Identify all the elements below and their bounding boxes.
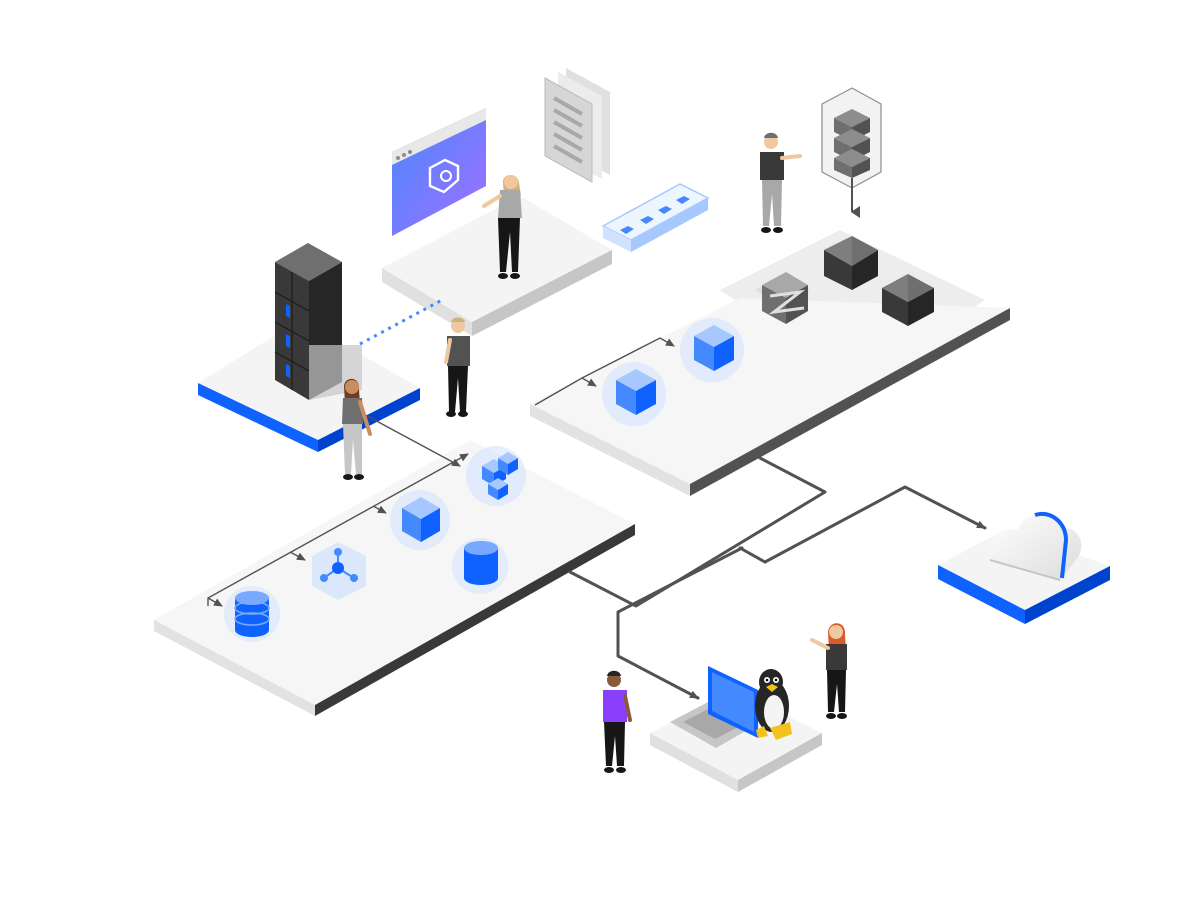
z-logo-cube-icon — [755, 272, 810, 324]
person-at-monitor — [482, 175, 522, 279]
middle-platform — [530, 298, 1010, 496]
security-monitor-icon — [392, 108, 486, 236]
blue-cube-icon — [680, 318, 744, 382]
person-woman-left — [342, 378, 372, 480]
container-stack-icon — [821, 87, 882, 218]
blue-cube-icon — [390, 490, 450, 550]
database-icon — [224, 586, 280, 642]
dark-cube-icon — [824, 236, 878, 290]
cylinder-storage-icon — [452, 538, 508, 594]
dark-cube-icon — [882, 274, 934, 326]
connectors — [568, 456, 987, 700]
cube-cluster-icon — [466, 446, 526, 506]
network-node-icon — [312, 542, 366, 600]
laptop-icon — [670, 666, 758, 748]
lower-left-platform — [154, 440, 635, 716]
mainframe-server-icon — [274, 243, 362, 400]
person-near-mainframe — [444, 317, 470, 417]
person-red-hair — [810, 623, 847, 719]
blue-cube-icon — [602, 362, 666, 426]
data-flow-panel-icon — [601, 183, 710, 252]
cloud-icon — [989, 511, 1082, 581]
document-stack-icon — [544, 68, 610, 183]
person-top-right — [760, 132, 802, 233]
security-platform — [382, 196, 612, 336]
person-purple-shirt — [603, 670, 632, 773]
linux-penguin-icon — [755, 669, 792, 740]
